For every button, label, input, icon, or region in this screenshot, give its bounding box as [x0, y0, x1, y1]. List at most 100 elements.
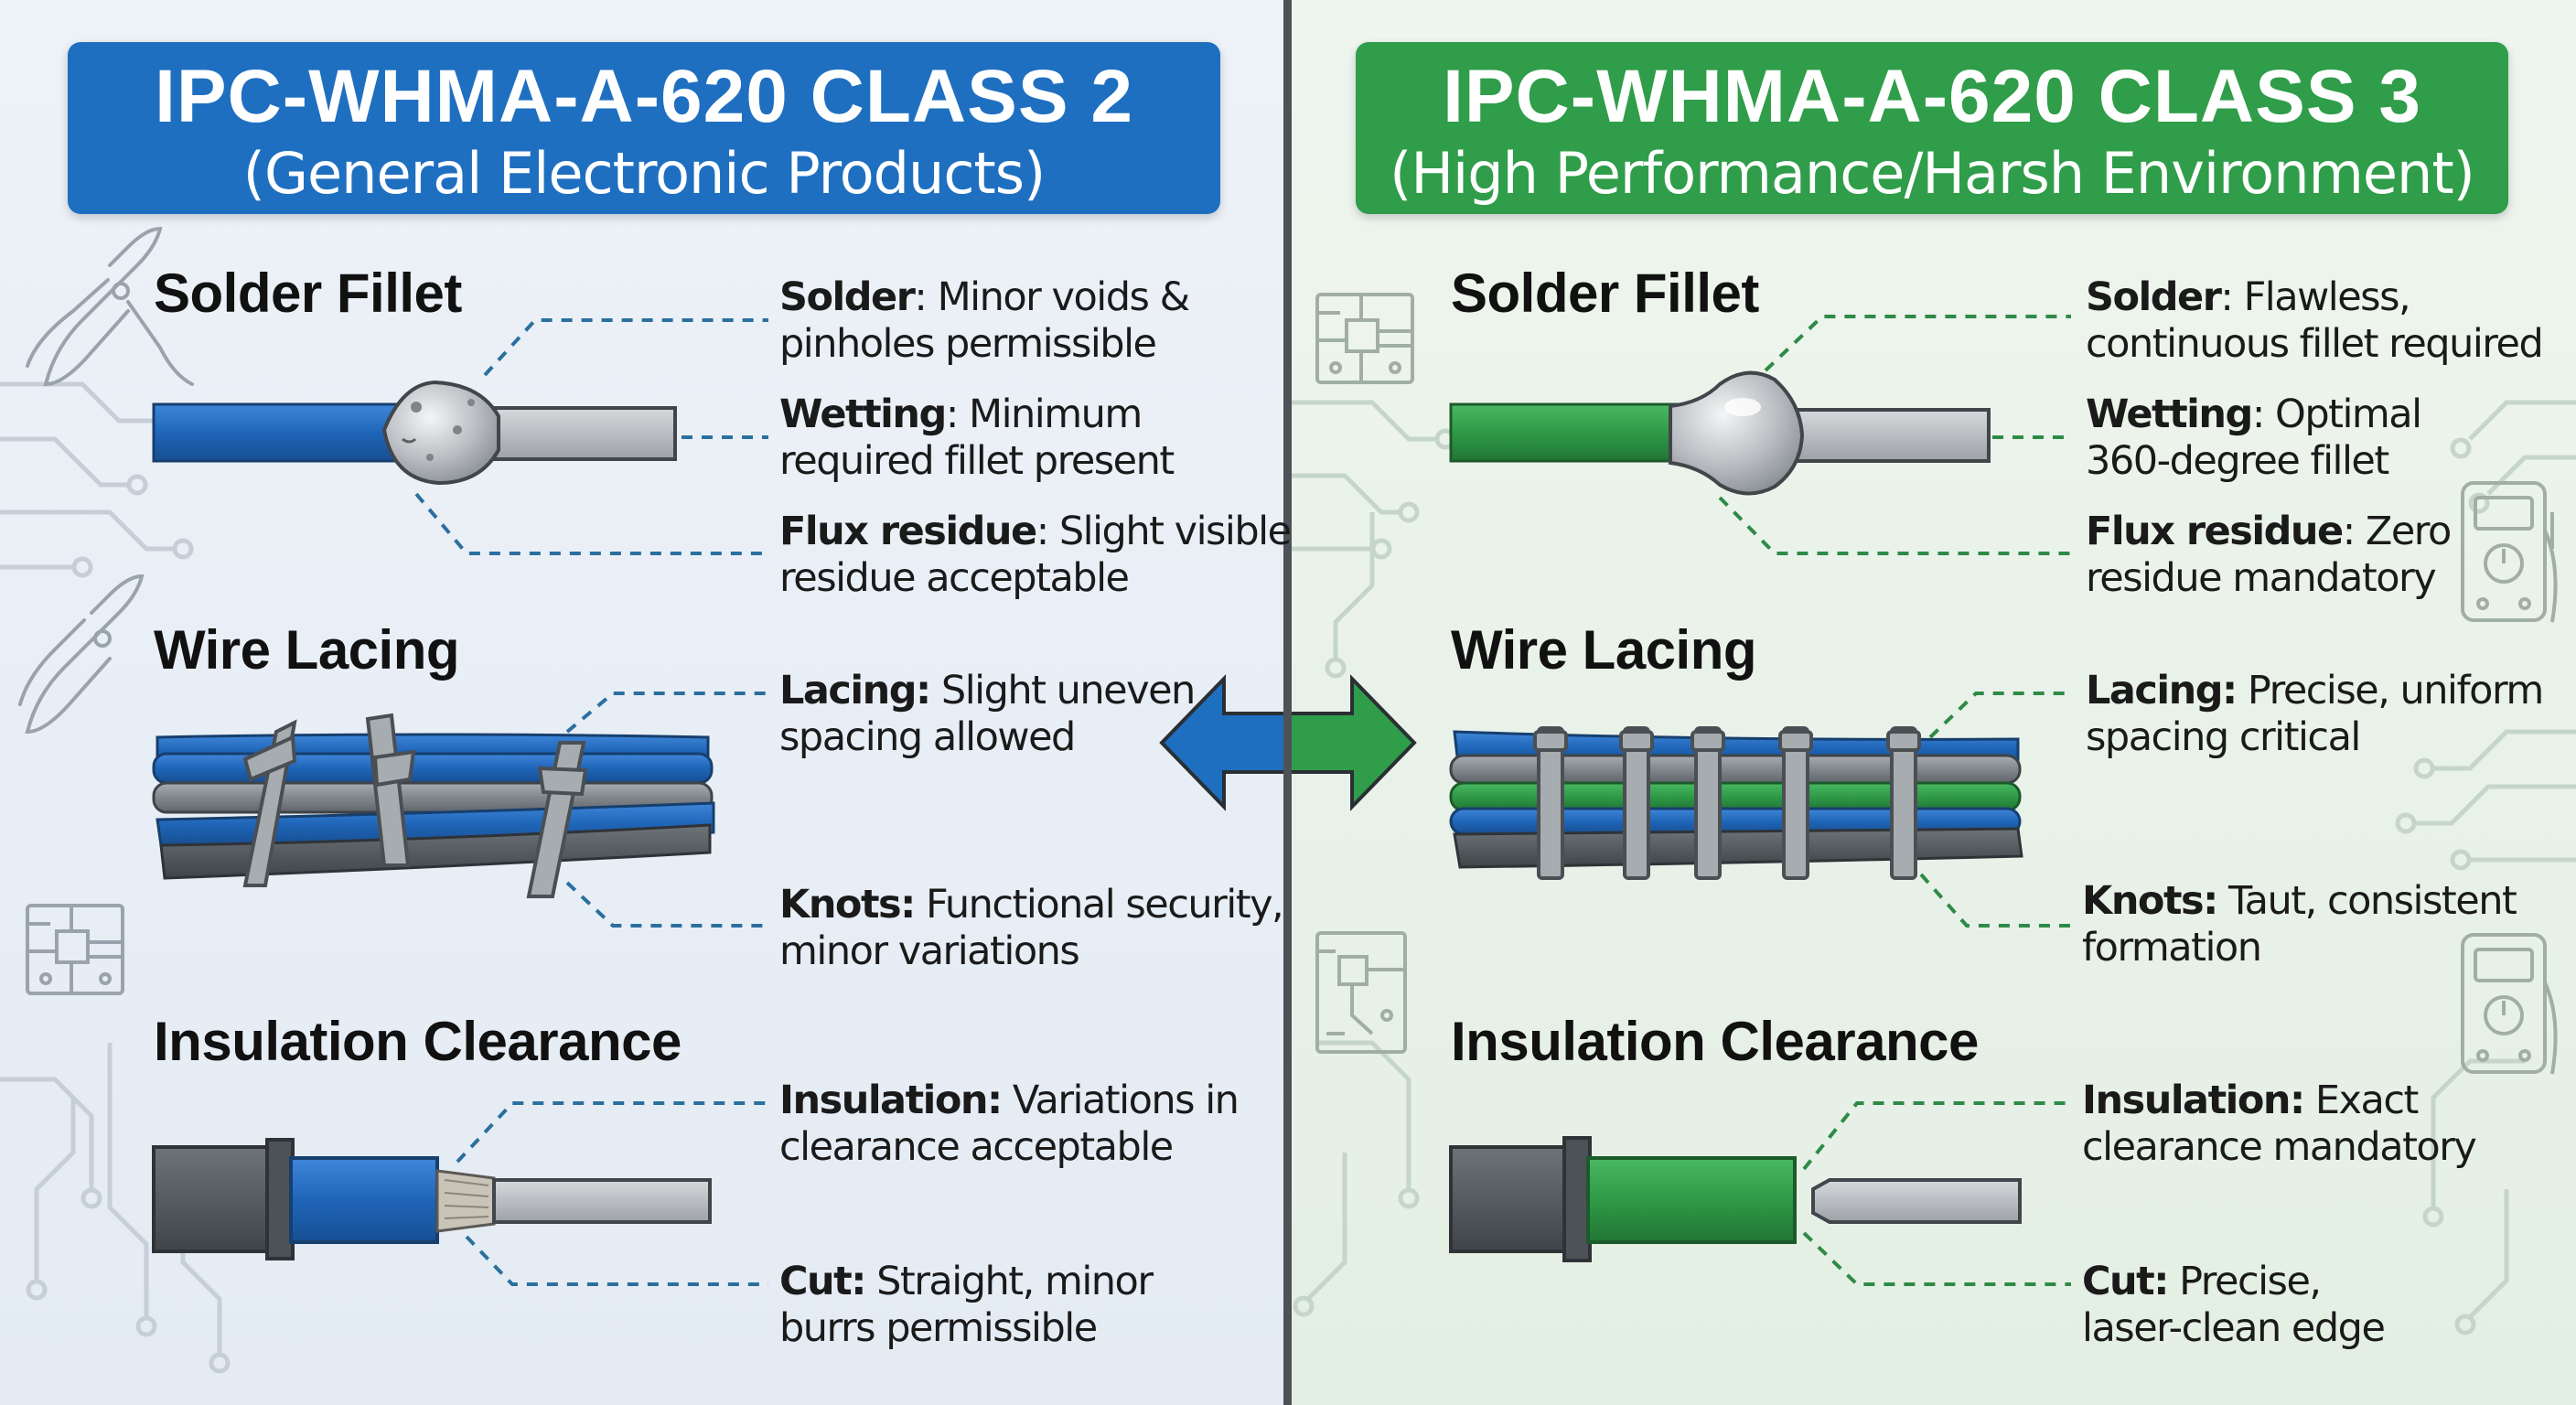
- note-text: Optimal: [2274, 391, 2422, 437]
- class-2-subtitle: (General Electronic Products): [242, 140, 1046, 207]
- note-label: Wetting: [779, 391, 947, 437]
- note-separator: :: [2220, 274, 2244, 320]
- class3-solder-leaders: [1718, 315, 2071, 555]
- center-divider: [1283, 0, 1292, 1405]
- note-separator: [2304, 1078, 2315, 1123]
- class2-lacing-leaders: [565, 692, 768, 928]
- note-separator: :: [2342, 509, 2366, 554]
- class-2-wetting-note: Wetting: Minimum required fillet present: [779, 391, 1175, 485]
- note-text: residue mandatory: [2086, 555, 2437, 601]
- class3-insulated-wire: [1449, 1136, 2022, 1262]
- class3-insulation-leaders: [1802, 1101, 2071, 1286]
- note-text: Functional security,: [926, 882, 1284, 928]
- circuit-board-icon: [1315, 931, 1407, 1054]
- class-3-lacing-note: Lacing: Precise, uniform spacing critica…: [2086, 668, 2544, 761]
- class-3-wetting-note: Wetting: Optimal 360-degree fillet: [2086, 391, 2422, 485]
- note-separator: [930, 668, 941, 713]
- class-2-lacing-note: Lacing: Slight uneven spacing allowed: [779, 668, 1196, 761]
- note-text: residue acceptable: [779, 555, 1130, 601]
- circuit-board-icon: [1315, 293, 1414, 384]
- class3-solder-wire: [1449, 370, 1991, 496]
- note-separator: [915, 882, 926, 928]
- note-label: Solder: [2086, 274, 2222, 320]
- note-text: Minor voids &: [937, 274, 1191, 320]
- note-text: Taut, consistent: [2228, 878, 2517, 924]
- note-text: Variations in: [1012, 1078, 1240, 1123]
- note-text: laser-clean edge: [2082, 1305, 2386, 1351]
- note-text: pinholes permissible: [779, 321, 1157, 367]
- note-text: Slight uneven: [940, 668, 1196, 713]
- note-text: required fillet present: [779, 438, 1175, 484]
- note-text: Flawless,: [2243, 274, 2411, 320]
- note-label: Lacing:: [779, 668, 931, 713]
- note-text: Precise,: [2179, 1259, 2322, 1304]
- class-2-solder-note: Solder: Minor voids & pinholes permissib…: [779, 274, 1191, 368]
- class-3-knots-note: Knots: Taut, consistent formation: [2082, 878, 2517, 971]
- pliers-icon: [18, 574, 145, 735]
- multimeter-icon: [2461, 481, 2558, 623]
- note-label: Flux residue: [779, 509, 1037, 554]
- class-2-insulation-note: Insulation: Variations in clearance acce…: [779, 1078, 1240, 1171]
- circuit-traces-decoration: [0, 381, 231, 1374]
- class3-lacing-ties: [1533, 726, 1921, 880]
- note-label: Knots:: [2082, 878, 2218, 924]
- class-2-flux-note: Flux residue: Slight visible residue acc…: [779, 509, 1292, 602]
- note-separator: :: [945, 391, 969, 437]
- class-2-insulation-heading: Insulation Clearance: [154, 1011, 682, 1072]
- note-text: Exact: [2314, 1078, 2419, 1123]
- class2-wire-bundle: [152, 733, 715, 880]
- class2-lacing-ties: [242, 713, 588, 898]
- class2-solder-wire: [152, 380, 677, 486]
- circuit-traces-decoration: [1292, 400, 2576, 1335]
- note-text: Slight visible: [1058, 509, 1292, 554]
- class-3-insulation-note: Insulation: Exact clearance mandatory: [2082, 1078, 2477, 1171]
- class-2-banner: IPC-WHMA-A-620 CLASS 2 (General Electron…: [68, 42, 1220, 214]
- class3-wire-bundle: [1449, 730, 2023, 869]
- note-text: Precise, uniform: [2247, 668, 2544, 713]
- class2-insulation-leaders: [456, 1101, 768, 1286]
- note-text: Straight, minor: [876, 1259, 1154, 1304]
- class-2-solder-heading: Solder Fillet: [154, 263, 462, 324]
- note-separator: [2217, 878, 2228, 924]
- note-label: Cut:: [2082, 1259, 2169, 1304]
- note-separator: [2237, 668, 2248, 713]
- note-text: burrs permissible: [779, 1305, 1098, 1351]
- class-3-flux-note: Flux residue: Zero residue mandatory: [2086, 509, 2452, 602]
- class-2-lacing-heading: Wire Lacing: [154, 619, 460, 681]
- note-text: formation: [2082, 925, 2262, 971]
- note-separator: [2168, 1259, 2179, 1304]
- pliers-icon: [26, 226, 194, 387]
- note-text: spacing critical: [2086, 714, 2361, 760]
- class-3-title: IPC-WHMA-A-620 CLASS 3: [1443, 55, 2421, 138]
- note-text: continuous fillet required: [2086, 321, 2544, 367]
- note-text: 360-degree fillet: [2086, 438, 2389, 484]
- note-text: minor variations: [779, 928, 1080, 974]
- circuit-board-icon: [26, 904, 124, 995]
- note-text: clearance acceptable: [779, 1124, 1174, 1170]
- note-separator: :: [2251, 391, 2275, 437]
- class-3-lacing-heading: Wire Lacing: [1451, 619, 1757, 681]
- note-label: Lacing:: [2086, 668, 2238, 713]
- note-label: Flux residue: [2086, 509, 2344, 554]
- class-3-cut-note: Cut: Precise, laser-clean edge: [2082, 1259, 2386, 1352]
- note-text: Minimum: [968, 391, 1143, 437]
- note-label: Solder: [779, 274, 916, 320]
- class-2-cut-note: Cut: Straight, minor burrs permissible: [779, 1259, 1154, 1352]
- note-separator: :: [914, 274, 938, 320]
- note-text: Zero: [2365, 509, 2452, 554]
- class-2-knots-note: Knots: Functional security, minor variat…: [779, 882, 1284, 975]
- class3-lacing-leaders: [1919, 692, 2071, 928]
- class-3-solder-note: Solder: Flawless, continuous fillet requ…: [2086, 274, 2544, 368]
- note-label: Insulation:: [779, 1078, 1003, 1123]
- multimeter-icon: [2461, 933, 2558, 1075]
- note-separator: [1002, 1078, 1013, 1123]
- note-text: spacing allowed: [779, 714, 1076, 760]
- class2-solder-leaders: [414, 318, 768, 555]
- note-separator: :: [1036, 509, 1059, 554]
- class-3-insulation-heading: Insulation Clearance: [1451, 1011, 1979, 1072]
- class-2-title: IPC-WHMA-A-620 CLASS 2: [155, 55, 1133, 138]
- note-separator: [865, 1259, 876, 1304]
- class-3-subtitle: (High Performance/Harsh Environment): [1390, 140, 2475, 207]
- note-label: Cut:: [779, 1259, 866, 1304]
- class2-insulated-wire: [152, 1138, 712, 1260]
